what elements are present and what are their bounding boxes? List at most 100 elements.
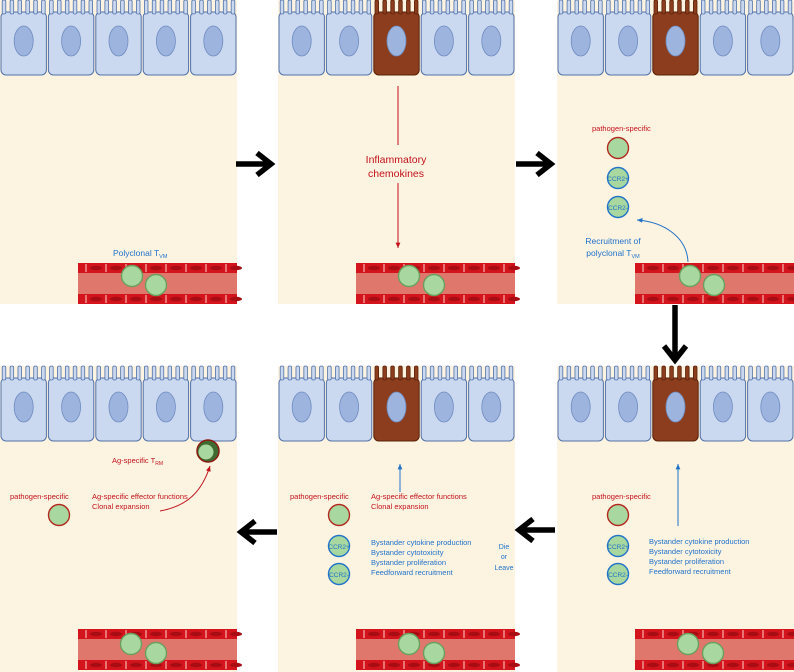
- nucleus: [13, 391, 34, 423]
- activated-epithelial-cell: [652, 365, 699, 442]
- activated-epithelial-cell: [652, 0, 699, 76]
- epithelial-cell: [278, 0, 325, 76]
- epithelial-cell: [325, 365, 373, 442]
- bystander-cytokine-label: Bystander cytokine production: [371, 538, 471, 547]
- ccr2-positive-t-cell: [606, 166, 630, 190]
- nucleus: [13, 25, 34, 57]
- t-cell: [678, 264, 702, 288]
- nucleus: [570, 391, 591, 423]
- epithelial-cell: [699, 0, 747, 76]
- epithelium-layer: [0, 365, 237, 442]
- t-cell: [120, 264, 144, 288]
- epithelial-cell: [95, 365, 142, 442]
- nucleus: [433, 25, 454, 57]
- ccr2-negative-label: CCR2-: [608, 205, 628, 212]
- epithelial-cell: [325, 0, 373, 76]
- nucleus: [61, 25, 81, 57]
- epithelial-cell: [190, 365, 237, 442]
- epithelial-cell: [278, 365, 325, 442]
- recruitment-arrow: [636, 217, 689, 263]
- ccr2-negative-label: CCR2-: [329, 572, 349, 579]
- t-cell: [422, 273, 446, 297]
- epithelial-cell: [47, 0, 95, 76]
- nucleus: [203, 391, 224, 423]
- pathogen-specific-t-cell: [606, 136, 630, 160]
- clonal-expansion-label: Clonal expansion: [92, 502, 150, 511]
- t-cell: [702, 273, 726, 297]
- feedforward-recruitment-label: Feedforward recruitment: [649, 567, 732, 576]
- nucleus: [61, 391, 81, 423]
- clonal-expansion-label: Clonal expansion: [371, 502, 429, 511]
- or-label: or: [501, 554, 508, 561]
- bystander-cytokine-label: Bystander cytokine production: [649, 537, 749, 546]
- polyclonal-tvm-label: Polyclonal TVM: [113, 248, 168, 260]
- panel-3: pathogen-specific CCR2+ CCR2- Recruitmen…: [557, 0, 794, 304]
- progression-arrow-down: [661, 305, 689, 365]
- epithelial-cell: [0, 0, 47, 76]
- epithelium-layer: [0, 0, 237, 76]
- activated-epithelial-cell: [373, 365, 420, 442]
- nucleus: [339, 25, 359, 57]
- pathogen-specific-label: pathogen-specific: [290, 492, 349, 501]
- nucleus: [712, 25, 733, 57]
- epithelial-cell: [420, 0, 468, 76]
- nucleus: [291, 391, 312, 423]
- ccr2-negative-t-cell: [327, 562, 351, 586]
- bystander-proliferation-label: Bystander proliferation: [371, 558, 446, 567]
- nucleus: [155, 391, 176, 423]
- ccr2-negative-t-cell: [606, 195, 630, 219]
- nucleus: [481, 391, 502, 423]
- epithelial-cell: [699, 365, 747, 442]
- pathogen-specific-t-cell: [606, 503, 630, 527]
- epithelial-cell: [190, 0, 237, 76]
- progression-arrow-right-2: [516, 150, 556, 178]
- pathogen-specific-label: pathogen-specific: [592, 124, 651, 133]
- epithelial-cell: [47, 365, 95, 442]
- ccr2-positive-label: CCR2+: [328, 544, 350, 551]
- pathogen-specific-t-cell: [327, 503, 351, 527]
- epithelial-cell: [420, 365, 468, 442]
- nucleus: [155, 25, 176, 57]
- inflammatory-chemokines-label-2: chemokines: [368, 168, 424, 180]
- epithelium-layer: [278, 0, 515, 76]
- nucleus: [760, 25, 781, 57]
- epithelial-cell: [468, 365, 515, 442]
- t-cell: [144, 273, 168, 297]
- nucleus: [108, 391, 129, 423]
- epithelial-cell: [747, 365, 794, 442]
- nucleus: [712, 391, 733, 423]
- bystander-cytotoxicity-label: Bystander cytotoxicity: [371, 548, 444, 557]
- nucleus: [570, 25, 591, 57]
- nucleus: [386, 391, 407, 423]
- ag-specific-trm-label: Ag-specific TRM: [112, 456, 163, 467]
- epithelium-layer: [557, 365, 794, 442]
- epithelium-layer: [557, 0, 794, 76]
- recruitment-label-2: polyclonal TVM: [586, 248, 640, 260]
- pathogen-specific-label: pathogen-specific: [592, 492, 651, 501]
- effector-arrow: [159, 465, 211, 512]
- nucleus: [339, 391, 359, 423]
- t-cell: [119, 632, 143, 656]
- pathogen-specific-label: pathogen-specific: [10, 492, 69, 501]
- ccr2-positive-label: CCR2+: [607, 544, 629, 551]
- ccr2-positive-t-cell: [327, 534, 351, 558]
- ccr2-positive-t-cell: [606, 534, 630, 558]
- t-cell: [701, 641, 725, 665]
- epithelial-cell: [557, 365, 604, 442]
- panel-4: pathogen-specific CCR2+ CCR2- Bystander …: [557, 365, 794, 672]
- bystander-proliferation-label: Bystander proliferation: [649, 557, 724, 566]
- epithelial-cell: [142, 365, 190, 442]
- blood-vessel: [356, 263, 520, 304]
- recruitment-label: Recruitment of: [585, 236, 641, 246]
- nucleus: [481, 25, 502, 57]
- nucleus: [203, 25, 224, 57]
- epithelial-cell: [142, 0, 190, 76]
- panel-5: pathogen-specific CCR2+ CCR2- Ag-specifi…: [278, 365, 520, 672]
- ag-effector-label: Ag-specific effector functions: [371, 492, 467, 501]
- feedforward-recruitment-label: Feedforward recruitment: [371, 568, 454, 577]
- panel-1: Polyclonal TVM: [0, 0, 242, 304]
- t-cell: [676, 632, 700, 656]
- epithelial-cell: [0, 365, 47, 442]
- progression-arrow-left-2: [236, 518, 277, 546]
